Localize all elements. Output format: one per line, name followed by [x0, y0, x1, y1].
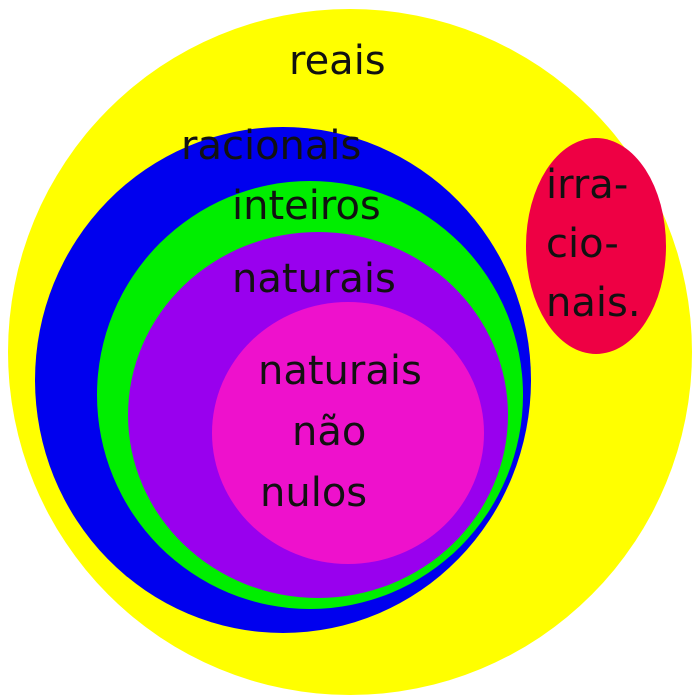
naturais-label: naturais — [232, 256, 396, 302]
naturais-nao-nulos-label-line3: nulos — [260, 470, 367, 516]
irracionais-set-region — [526, 138, 666, 354]
reais-label: reais — [289, 38, 386, 84]
naturais-nao-nulos-label-line1: naturais — [258, 348, 422, 394]
naturais-nao-nulos-label-line2: não — [292, 409, 366, 455]
irracionais-label-line3: nais. — [546, 280, 641, 326]
inteiros-label: inteiros — [232, 183, 381, 229]
irracionais-label-line1: irra- — [546, 162, 628, 208]
irracionais-label-line2: cio- — [546, 221, 619, 267]
racionais-label: racionais — [181, 123, 361, 169]
naturais-nao-nulos-set-region — [212, 302, 484, 564]
